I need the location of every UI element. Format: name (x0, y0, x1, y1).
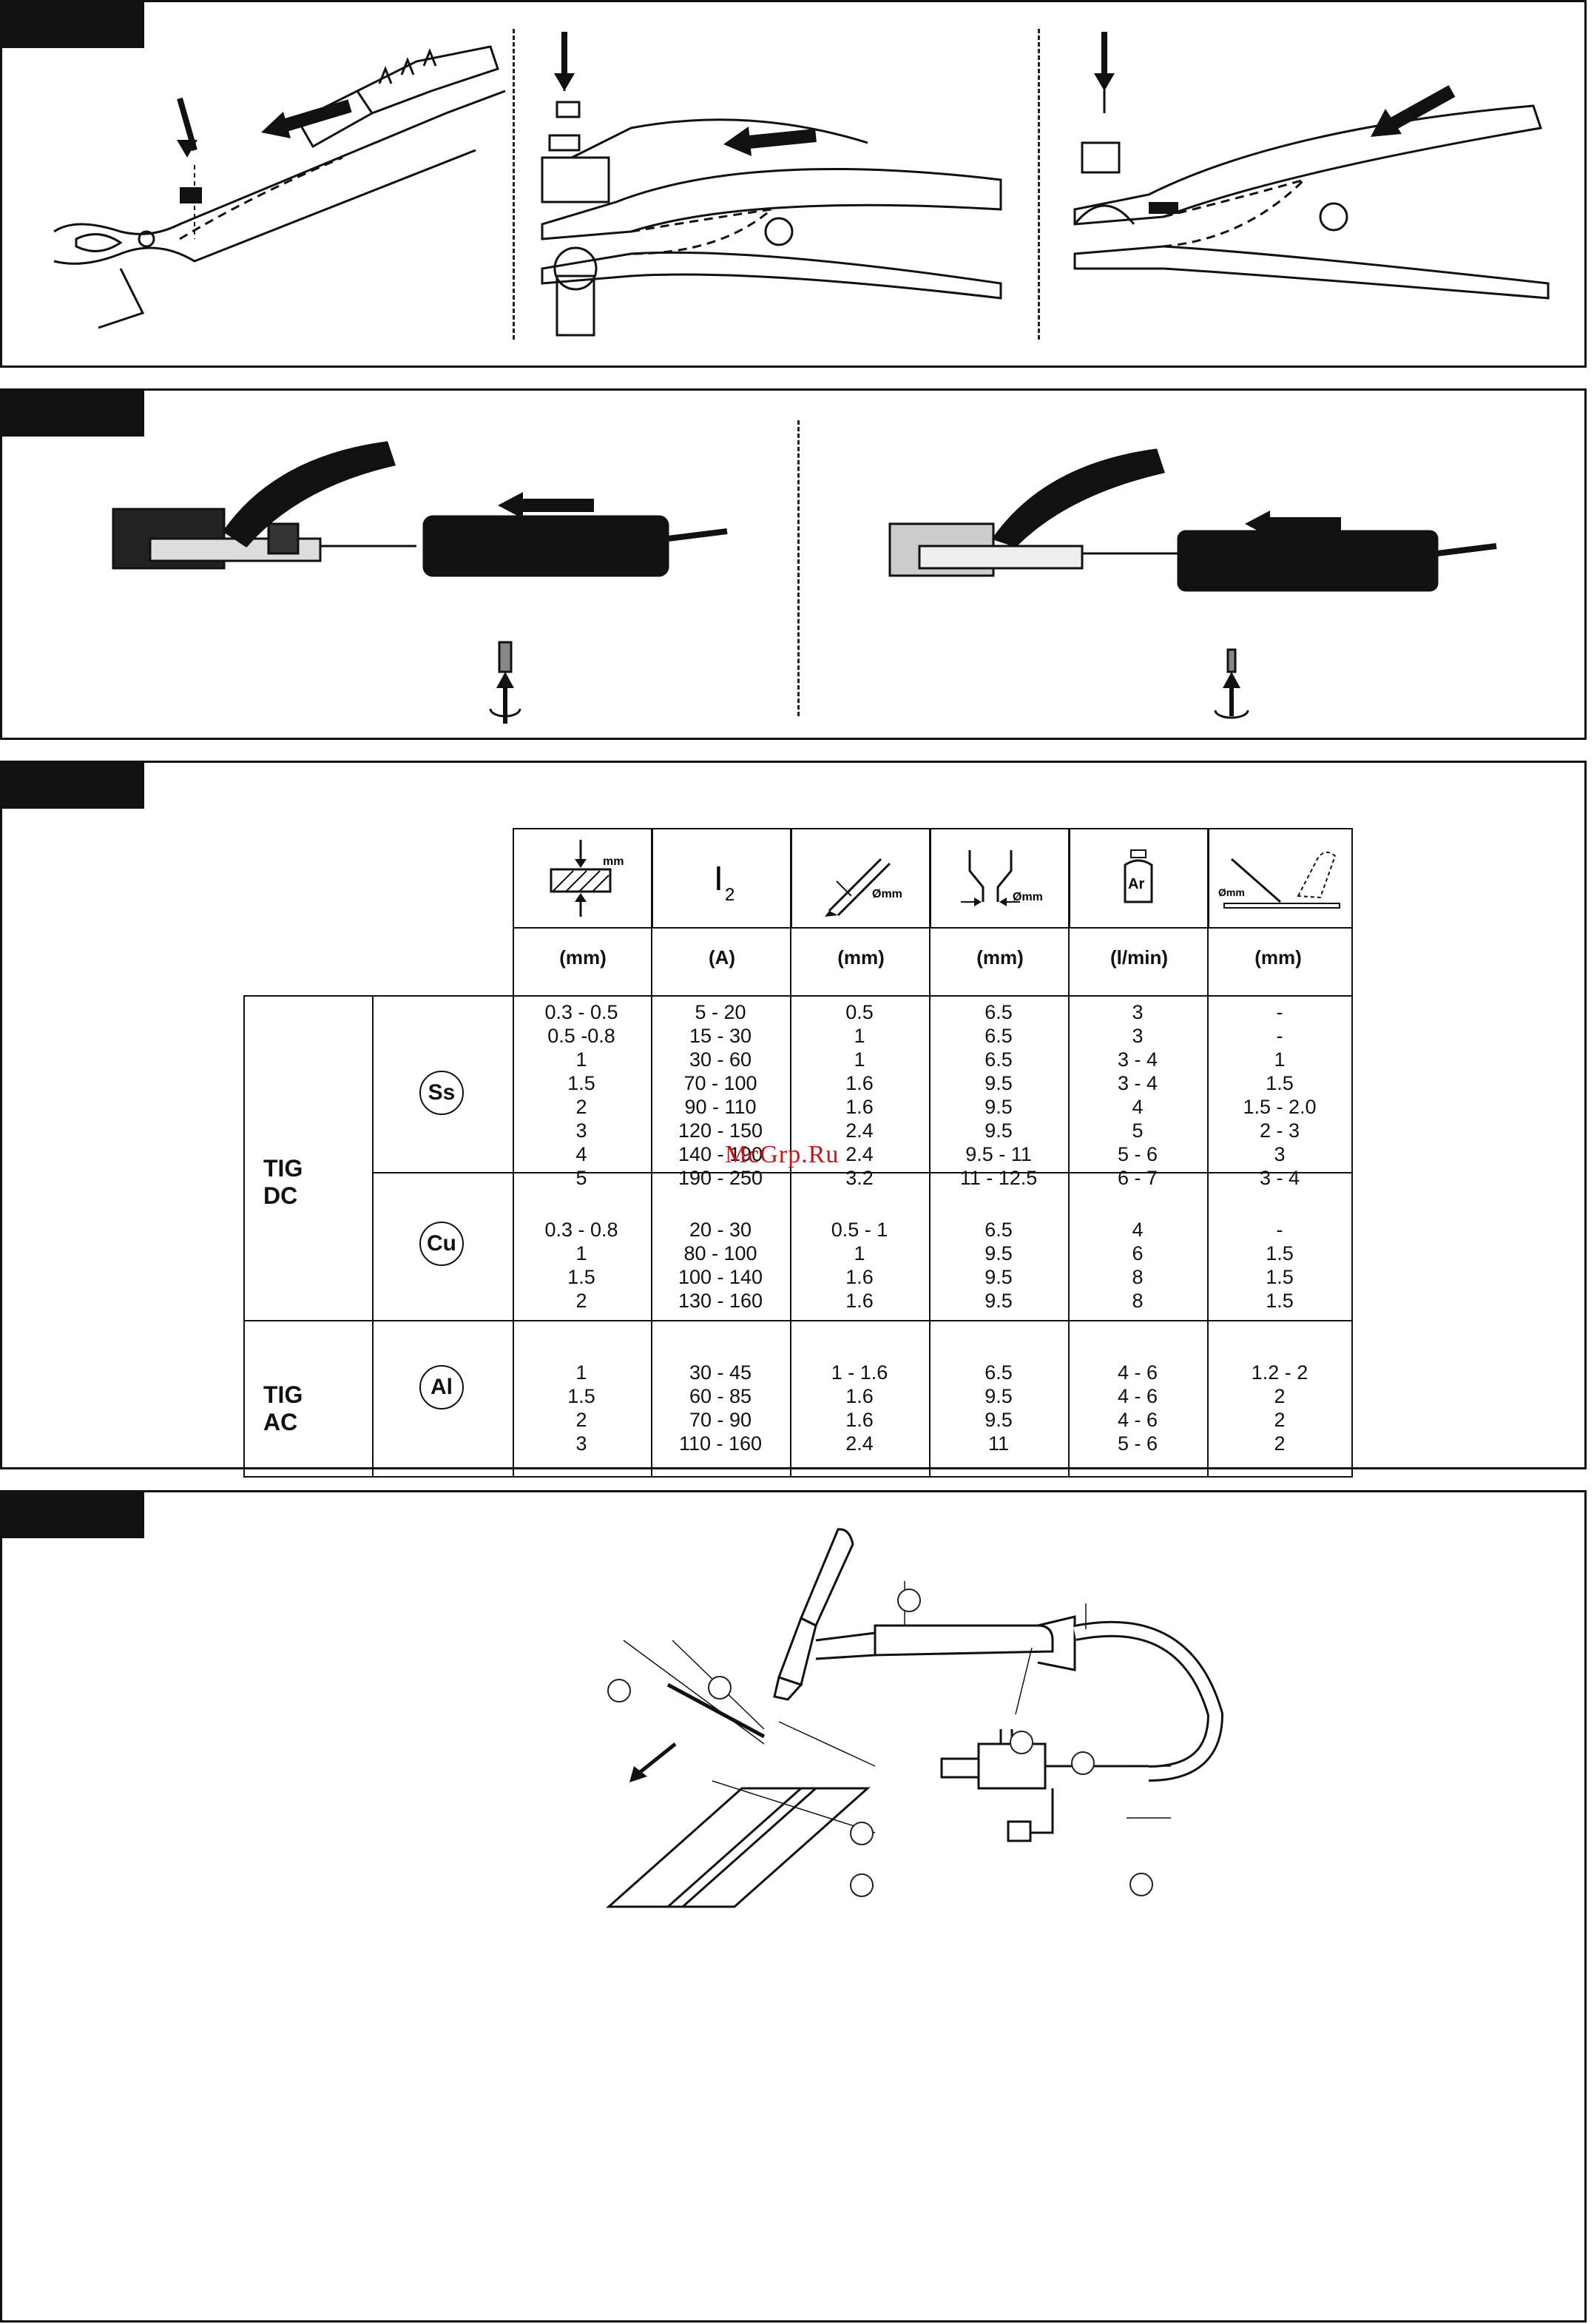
callout-marker (897, 1589, 921, 1612)
header-cell-filler: Ømm (1208, 828, 1353, 929)
ss-thickness: 0.3 - 0.5 0.5 -0.8 1 1.5 2 3 4 5 (544, 1001, 618, 1189)
svg-text:Ømm: Ømm (1218, 886, 1245, 898)
cu-nozzle: 6.5 9.5 9.5 9.5 (985, 1219, 1013, 1312)
panel-clamp-assembly (0, 0, 1587, 368)
col-sep (651, 828, 652, 1478)
ss-electrode: 0.5 1 1 1.6 1.6 2.4 2.4 3.2 (845, 1001, 874, 1189)
svg-text:mm: mm (603, 855, 624, 868)
callout-marker (1129, 1873, 1153, 1896)
electrode-diameter-icon: Ømm (825, 858, 902, 917)
panel-tab (2, 1492, 144, 1538)
electrode-holder-illustration-2 (888, 448, 1497, 719)
ss-nozzle: 6.5 6.5 6.5 9.5 9.5 9.5 9.5 - 11 11 - 12… (959, 1001, 1038, 1189)
clamp-cable-illustration-3 (1073, 32, 1550, 300)
col-sep (1068, 828, 1070, 1478)
svg-text:Ar: Ar (1128, 876, 1144, 892)
col-sep (929, 828, 931, 1478)
watermark: McGrp.Ru (725, 1141, 840, 1168)
callout-marker (1071, 1751, 1095, 1775)
divider (1038, 29, 1040, 340)
filler-rod-icon: Ømm (1218, 851, 1340, 909)
header-cell-electrode: Ømm (791, 828, 931, 929)
ss-filler: - - 1 1.5 1.5 - 2.0 2 - 3 3 3 - 4 (1243, 1001, 1317, 1189)
tig-torch-illustration (606, 1528, 1224, 1908)
electrode-holder-illustration-1 (112, 441, 728, 724)
al-argon: 4 - 6 4 - 6 4 - 6 5 - 6 (1117, 1361, 1158, 1455)
callout-marker (708, 1676, 732, 1700)
process-label-tig-ac: TIG AC (263, 1381, 303, 1435)
divider (797, 420, 800, 716)
material-badge-cu: Cu (419, 1222, 464, 1266)
cu-thickness: 0.3 - 0.8 1 1.5 2 (544, 1219, 618, 1312)
al-current: 30 - 45 60 - 85 70 - 90 110 - 160 (678, 1361, 763, 1455)
current-icon: I 2 (714, 859, 734, 905)
divider (513, 29, 515, 340)
unit-electrode: (mm) (837, 946, 885, 969)
unit-current: (A) (708, 946, 736, 969)
svg-text:Ømm: Ømm (1013, 891, 1043, 903)
unit-filler: (mm) (1254, 946, 1302, 969)
header-cell-thickness: mm (513, 828, 653, 929)
col-sep (790, 828, 791, 1478)
nozzle-diameter-icon: Ømm (961, 850, 1043, 906)
ss-argon: 3 3 3 - 4 3 - 4 4 5 5 - 6 6 - 7 (1117, 1001, 1158, 1189)
al-nozzle: 6.5 9.5 9.5 11 (985, 1361, 1013, 1455)
callout-marker (1010, 1731, 1033, 1754)
al-electrode: 1 - 1.6 1.6 1.6 2.4 (831, 1361, 888, 1455)
panel-electrode-holder (0, 388, 1587, 740)
al-filler: 1.2 - 2 2 2 2 (1251, 1361, 1308, 1455)
panel-tab (2, 391, 144, 437)
header-cell-nozzle: Ømm (930, 828, 1070, 929)
al-thickness: 1 1.5 2 3 (567, 1361, 595, 1455)
process-label-tig-dc: TIG DC (263, 1155, 303, 1209)
values-block (513, 995, 1353, 1478)
unit-argon: (l/min) (1110, 946, 1168, 969)
svg-text:Ømm: Ømm (872, 888, 902, 900)
col-sep (1207, 828, 1209, 1478)
clamp-cable-illustration-2 (541, 32, 1002, 337)
clamp-cable-illustration-1 (53, 45, 506, 329)
cu-filler: - 1.5 1.5 1.5 (1266, 1219, 1294, 1312)
svg-text:I: I (714, 859, 723, 897)
panel-tab (2, 2, 144, 48)
svg-text:2: 2 (725, 885, 734, 905)
row-sep (243, 1320, 1353, 1321)
thickness-icon: mm (550, 840, 624, 917)
argon-bottle-icon: Ar (1124, 849, 1153, 903)
panel-tab (2, 763, 144, 809)
unit-thickness: (mm) (559, 946, 607, 969)
callout-marker (850, 1873, 874, 1897)
cu-argon: 4 6 8 8 (1132, 1219, 1144, 1312)
header-cell-argon: Ar (1069, 828, 1209, 929)
header-cell-current: I 2 (652, 828, 792, 929)
unit-nozzle: (mm) (976, 946, 1024, 969)
material-badge-ss: Ss (419, 1071, 464, 1115)
cu-current: 20 - 30 80 - 100 100 - 140 130 - 160 (678, 1219, 763, 1312)
panel-tig-parameters: mm I 2 Ømm Ømm (0, 761, 1587, 1478)
callout-marker (607, 1679, 631, 1702)
ss-current: 5 - 20 15 - 30 30 - 60 70 - 100 90 - 110… (678, 1001, 763, 1189)
panel-tig-torch (0, 1490, 1587, 2323)
material-badge-al: Al (419, 1365, 464, 1409)
row-sep (372, 1172, 1353, 1173)
cu-electrode: 0.5 - 1 1 1.6 1.6 (831, 1219, 888, 1312)
callout-marker (850, 1822, 874, 1845)
